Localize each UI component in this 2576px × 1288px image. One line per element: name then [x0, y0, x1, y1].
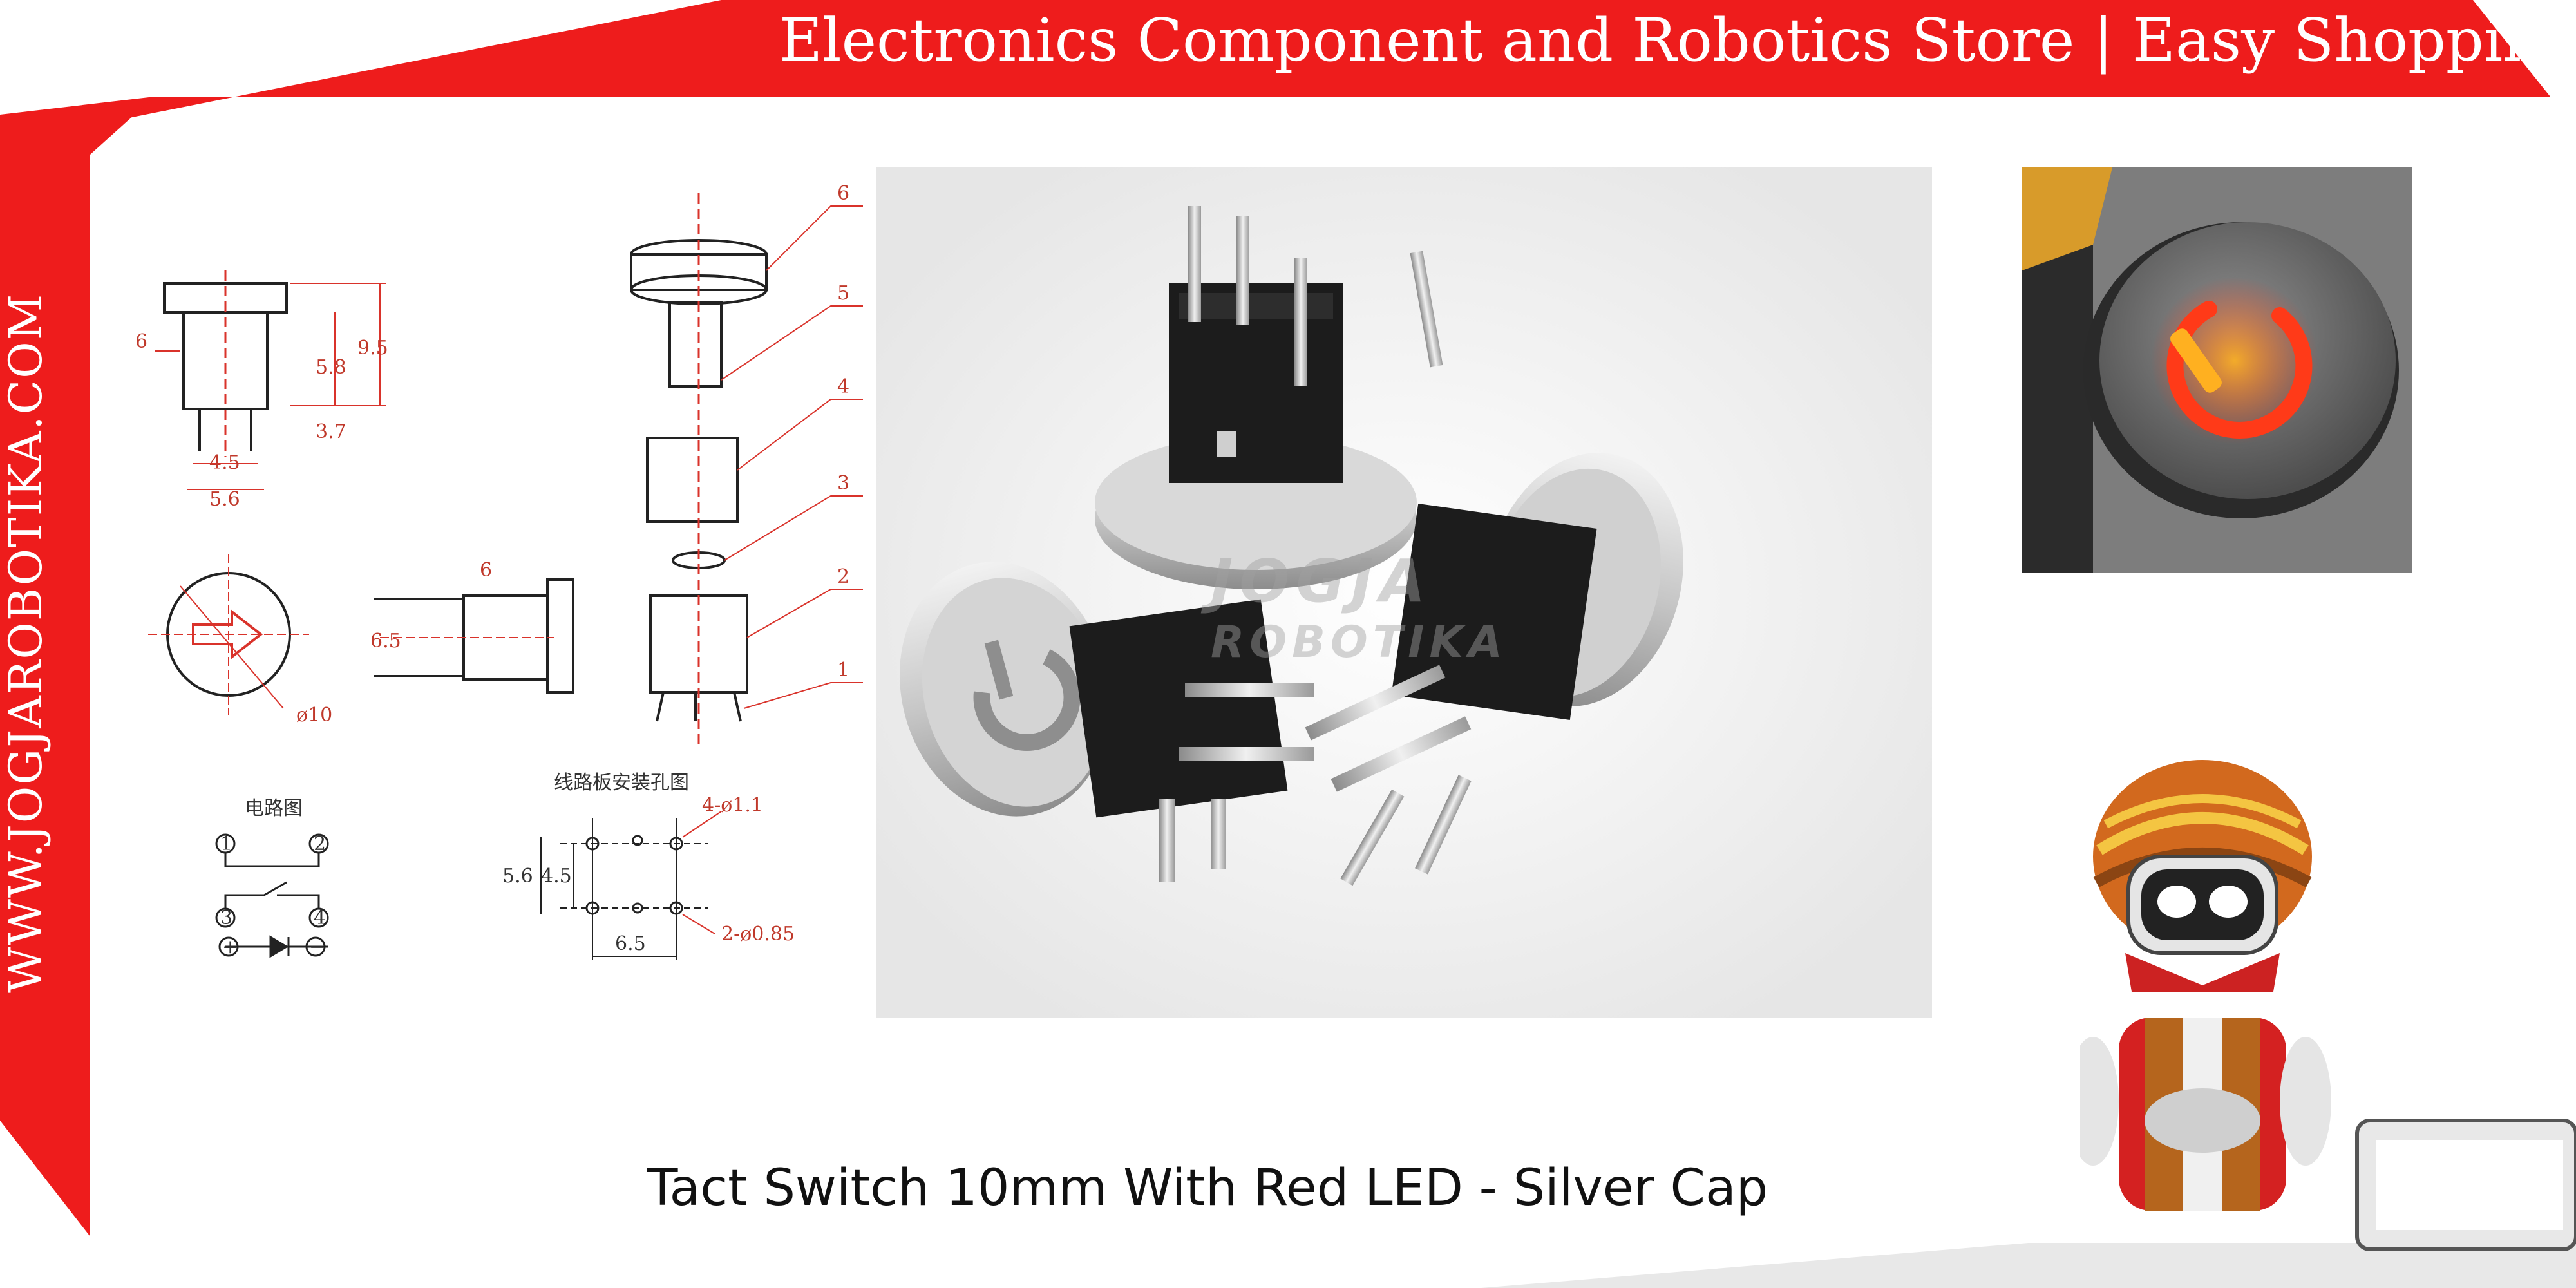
pin-label: 4 — [314, 907, 326, 929]
pin-label: 3 — [220, 907, 232, 929]
dim-label: 5.8 — [316, 356, 346, 379]
dim-label: 6 — [135, 330, 147, 353]
dim-label: 4.5 — [209, 451, 240, 474]
switch-right — [1305, 452, 1683, 886]
product-photo — [876, 167, 1932, 1018]
minus-label: − — [309, 936, 325, 958]
pcb-label: 6.5 — [615, 933, 646, 955]
pcb-label: 2-ø0.85 — [721, 923, 795, 945]
banner-title: Electronics Component and Robotics Store… — [779, 6, 2576, 75]
pcb-label: 4.5 — [541, 865, 572, 887]
pcb-title: 线路板安装孔图 — [554, 772, 689, 794]
technical-diagram: 6 9.5 5.8 3.7 4.5 5.6 ø10 6.5 6 — [135, 182, 863, 960]
pcb-hole-diagram — [540, 811, 722, 960]
dim-label: 9.5 — [357, 337, 388, 359]
dim-label: 6 — [480, 559, 492, 582]
dim-label: 3.7 — [316, 421, 346, 443]
dim-label: 6.5 — [370, 630, 401, 652]
part-label: 2 — [837, 565, 849, 588]
front-view-drawing — [374, 578, 574, 694]
pin-label: 2 — [314, 833, 326, 855]
side-url: WWW.JOGJAROBOTIKA.COM — [0, 292, 52, 993]
mascot-robot — [2080, 760, 2576, 1251]
watermark-line2: ROBOTIKA — [1211, 617, 1508, 668]
top-banner-shape — [90, 0, 2550, 126]
part-label: 5 — [837, 282, 849, 305]
part-label: 1 — [837, 659, 849, 681]
pcb-label: 4-ø1.1 — [702, 794, 763, 817]
side-view-drawing — [155, 270, 386, 490]
part-label: 4 — [837, 375, 849, 398]
watermark: JOGJA ROBOTIKA — [1211, 551, 1546, 692]
part-label: 3 — [837, 472, 849, 495]
product-title: Tact Switch 10mm With Red LED - Silver C… — [647, 1159, 1768, 1217]
top-view-drawing — [148, 554, 309, 715]
pcb-label: 5.6 — [502, 865, 533, 887]
switch-center — [1095, 206, 1443, 589]
led-closeup-photo — [2022, 167, 2412, 573]
switch-left — [900, 562, 1314, 882]
circuit-title: 电路图 — [245, 797, 303, 820]
dim-label: 5.6 — [209, 488, 240, 511]
exploded-view-drawing — [630, 193, 863, 747]
watermark-line1: JOGJA — [1211, 547, 1432, 616]
circuit-diagram — [215, 833, 329, 958]
plus-label: + — [222, 936, 238, 958]
part-label: 6 — [837, 182, 849, 205]
pin-label: 1 — [220, 833, 232, 855]
dim-label: ø10 — [296, 704, 332, 726]
side-banner-shape — [0, 97, 155, 1236]
bottom-accent-shape — [1481, 1243, 2576, 1288]
